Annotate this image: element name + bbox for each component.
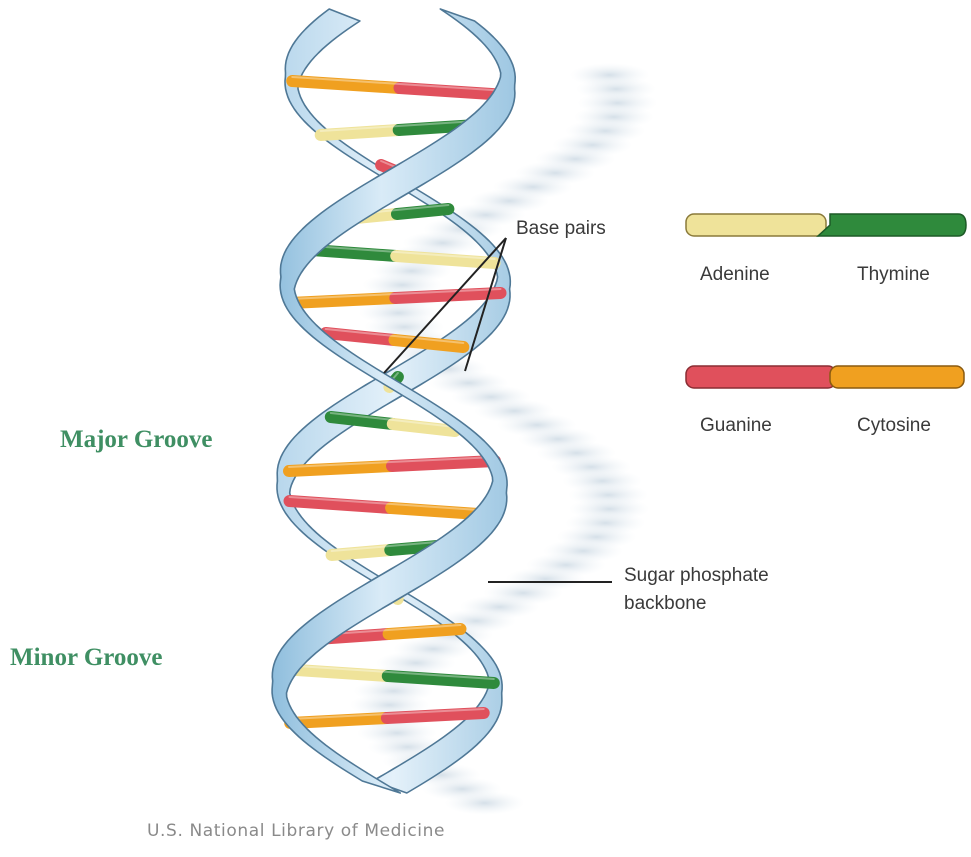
legend-guanine-cytosine: Guanine Cytosine (686, 366, 964, 436)
legend-thymine-label: Thymine (857, 264, 930, 285)
minor-groove-label: Minor Groove (10, 644, 163, 671)
legend-cytosine-label: Cytosine (857, 415, 931, 436)
credit-text: U.S. National Library of Medicine (147, 821, 445, 841)
legend-bar-adenine (686, 214, 826, 236)
legend-bar-thymine (818, 214, 966, 236)
backbone-label-line2: backbone (624, 593, 706, 614)
legend-guanine-label: Guanine (700, 415, 772, 436)
legend-adenine-thymine: Adenine Thymine (686, 214, 966, 285)
base-pair (290, 497, 493, 515)
base-pair (292, 77, 507, 95)
major-groove-label: Major Groove (60, 426, 213, 453)
legend-bar-guanine (686, 366, 836, 388)
base-pairs-label: Base pairs (516, 218, 606, 239)
legend-bar-cytosine (830, 366, 964, 388)
base-pair (289, 457, 495, 471)
legend-adenine-label: Adenine (700, 264, 770, 285)
backbone-label-line1: Sugar phosphate (624, 565, 769, 586)
legend: Adenine Thymine Guanine Cytosine (686, 214, 966, 436)
